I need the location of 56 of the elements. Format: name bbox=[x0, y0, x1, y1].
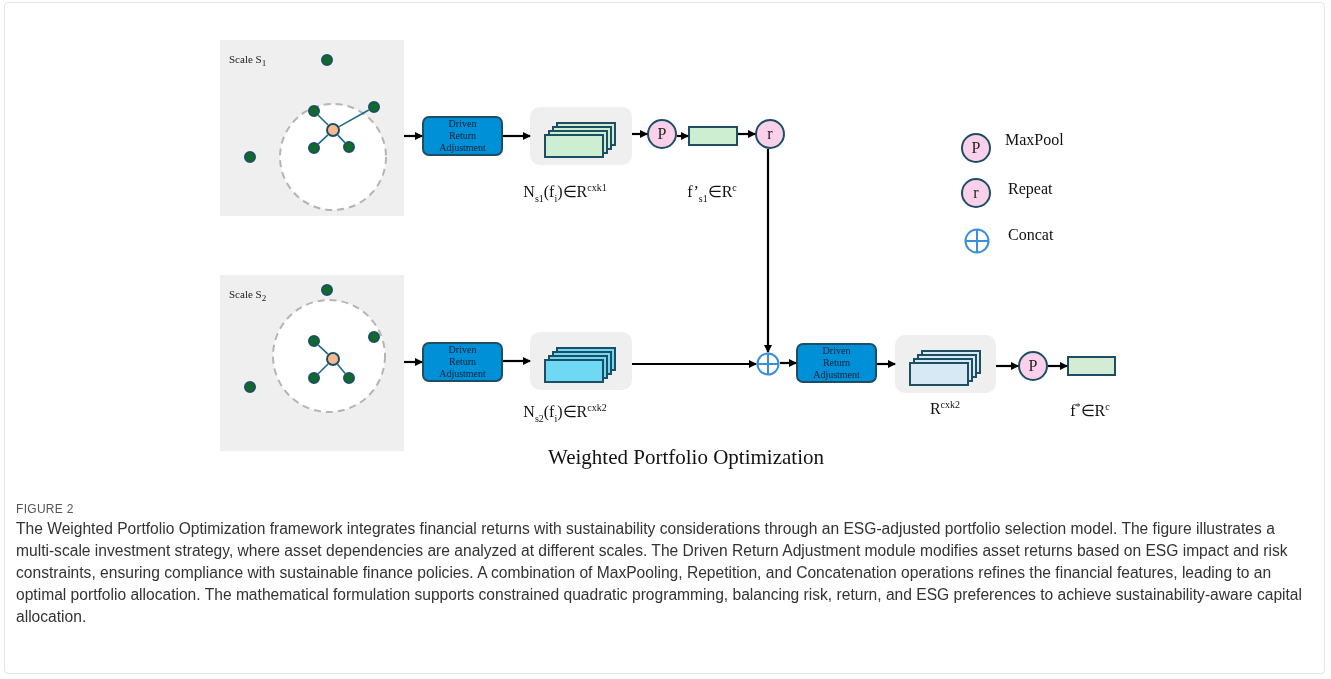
arrow bbox=[738, 130, 756, 138]
graph-link bbox=[336, 363, 346, 375]
graph-link bbox=[317, 344, 329, 355]
scale-label: Scale S$_{1}$ bbox=[229, 53, 267, 69]
figure-number: FIGURE 2 bbox=[16, 502, 74, 516]
arrow bbox=[1048, 362, 1068, 370]
formula-label: N$_{s2}$(f$_{i}$)∈R$^{cxk2}$ bbox=[523, 401, 607, 426]
process-box: Driven Return Adjustment bbox=[422, 342, 503, 382]
feature-stack bbox=[530, 107, 632, 165]
operation-circle: P bbox=[961, 133, 991, 163]
asset-dot bbox=[244, 381, 256, 393]
formula-label: N$_{s1}$(f$_{i}$)∈R$^{cxk1}$ bbox=[523, 181, 607, 206]
concat-symbol bbox=[964, 228, 990, 254]
feature-stack bbox=[895, 335, 996, 393]
arrow bbox=[632, 130, 648, 138]
feature-vector bbox=[1067, 356, 1116, 376]
formula-label: Repeat bbox=[1008, 179, 1053, 199]
asset-dot bbox=[308, 105, 320, 117]
scale-panel bbox=[220, 275, 404, 451]
graph-link bbox=[337, 134, 346, 144]
diagram-title: Weighted Portfolio Optimization bbox=[547, 445, 825, 470]
formula-label: MaxPool bbox=[1005, 130, 1064, 150]
asset-dot bbox=[321, 284, 333, 296]
process-box: Driven Return Adjustment bbox=[422, 116, 503, 156]
figure-caption: The Weighted Portfolio Optimization framework integrates financial returns with sustainability considerations through an ESG-adjusted portfolio selection model. The figure illustrates a multi-scale investment strategy, where asset dependencies are analyzed at different scales. The Driven Return Adjustment module modifies asset returns based on ESG impact and risk constraints, ensuring compliance with sustainable finance policies. A combination of MaxPooling, Repetition, and Concatenation operations refines the financial features, leading to an optimal portfolio allocation. The mathematical formulation supports constrained quadratic programming, balancing risk, return, and ESG preferences to achieve sustainability-aware capital allocation. bbox=[16, 519, 1303, 627]
arrow bbox=[404, 132, 423, 140]
concat-symbol bbox=[756, 352, 780, 376]
asset-dot bbox=[244, 151, 256, 163]
asset-dot bbox=[321, 54, 333, 66]
asset-dot bbox=[368, 101, 380, 113]
graph-link bbox=[317, 134, 329, 145]
formula-label: R$^{cxk2}$ bbox=[929, 398, 961, 420]
feature-stack bbox=[530, 332, 632, 390]
graph-link bbox=[317, 114, 329, 126]
feature-vector bbox=[688, 126, 738, 146]
operation-circle: P bbox=[1018, 351, 1048, 381]
arrow bbox=[877, 360, 896, 368]
arrow bbox=[677, 132, 689, 140]
process-box: Driven Return Adjustment bbox=[796, 343, 877, 383]
formula-label: Concat bbox=[1008, 225, 1054, 245]
graph-link bbox=[317, 363, 329, 375]
arrow bbox=[632, 360, 757, 368]
operation-circle: r bbox=[755, 119, 785, 149]
formula-label: f’$_{s1}$∈R$^{c}$ bbox=[687, 181, 737, 206]
arrow bbox=[996, 362, 1019, 370]
operation-circle: P bbox=[647, 119, 677, 149]
arrow bbox=[764, 149, 772, 353]
operation-circle: r bbox=[961, 178, 991, 208]
scale-label: Scale S$_{2}$ bbox=[229, 288, 267, 304]
scale-panel bbox=[220, 40, 404, 216]
arrow bbox=[503, 357, 531, 365]
arrow bbox=[503, 132, 531, 140]
arrow bbox=[404, 358, 423, 366]
formula-label: f$^{*}$∈R$^{c}$ bbox=[1070, 400, 1110, 422]
graph-link bbox=[338, 109, 370, 128]
arrow bbox=[780, 359, 797, 367]
